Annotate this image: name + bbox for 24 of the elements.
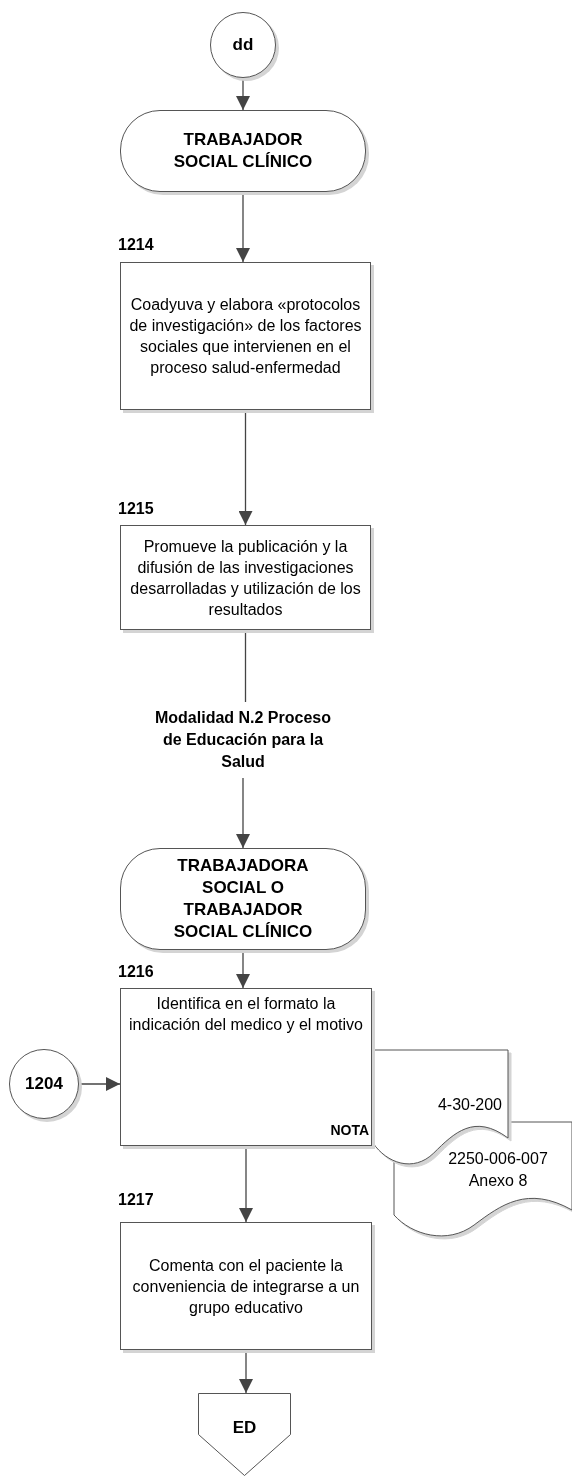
arrow bbox=[236, 777, 250, 849]
connector-label: ED bbox=[232, 1417, 257, 1439]
document-code: 2250-006-007 bbox=[448, 1149, 548, 1169]
step-description: Coadyuva y elabora «protocolos de investigación» de los factores sociales que intervienen en el proceso salud-enfermedad bbox=[128, 295, 363, 378]
document-code: Anexo 8 bbox=[468, 1171, 528, 1191]
note-label: NOTA bbox=[330, 1121, 369, 1140]
terminator-shape bbox=[120, 848, 366, 950]
step-number: 1214 bbox=[118, 235, 154, 255]
step-description: Promueve la publicación y la difusión de las investigaciones desarrolladas y utilización de los resultados bbox=[129, 536, 362, 620]
connector-label: dd bbox=[232, 34, 254, 57]
step-number: 1217 bbox=[118, 1190, 154, 1210]
step-number: 1216 bbox=[118, 962, 154, 982]
step-description: Identifica en el formato la indicación del medico y el motivo bbox=[128, 994, 364, 1035]
process-box bbox=[120, 1222, 372, 1350]
step-description: Comenta con el paciente la conveniencia de integrarse a un grupo educativo bbox=[131, 1255, 361, 1318]
terminator-shape bbox=[120, 110, 366, 192]
process-box bbox=[120, 525, 371, 630]
connector-label: 1204 bbox=[25, 1073, 63, 1096]
role-label: TRABAJADORA SOCIAL O TRABAJADOR SOCIAL CLÍNICO bbox=[172, 855, 314, 943]
document-code: 4-30-200 bbox=[437, 1095, 502, 1115]
section-heading: Modalidad N.2 Proceso de Educación para la Salud bbox=[154, 708, 332, 772]
step-number: 1215 bbox=[118, 499, 154, 519]
process-box bbox=[120, 262, 371, 410]
role-label: TRABAJADOR SOCIAL CLÍNICO bbox=[172, 129, 314, 173]
